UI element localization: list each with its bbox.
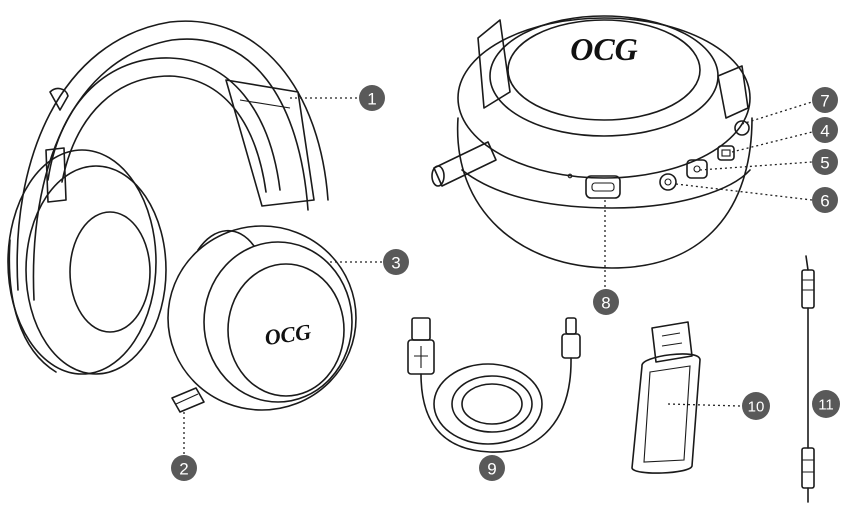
callout-11-label: 11 — [818, 397, 834, 414]
callout-5-label: 5 — [820, 154, 829, 173]
headset-illustration: OCG — [7, 20, 357, 413]
callout-1: 1 — [359, 85, 385, 111]
callout-3: 3 — [383, 249, 409, 275]
callout-7-label: 7 — [820, 92, 829, 111]
callout-4: 4 — [812, 117, 838, 143]
callout-7: 7 — [812, 87, 838, 113]
callout-1-label: 1 — [367, 90, 376, 109]
headset-cup-logo: OCG — [263, 319, 313, 350]
usb-cable-illustration — [407, 317, 581, 453]
usb-dongle-illustration — [631, 321, 701, 474]
callout-8-label: 8 — [601, 294, 610, 313]
callout-6-label: 6 — [820, 192, 829, 211]
earcup-logo: OCG — [570, 31, 638, 67]
callout-9: 9 — [479, 455, 505, 481]
callout-8: 8 — [593, 289, 619, 315]
callout-11: 11 — [812, 390, 840, 418]
callout-3-label: 3 — [391, 254, 400, 273]
callout-5: 5 — [812, 149, 838, 175]
callout-2: 2 — [171, 455, 197, 481]
callout-10: 10 — [742, 392, 770, 420]
callout-6: 6 — [812, 187, 838, 213]
aux-cable-illustration — [801, 255, 815, 503]
callout-2-label: 2 — [179, 460, 188, 479]
callout-9-label: 9 — [487, 460, 496, 479]
callout-10-label: 10 — [748, 399, 765, 416]
leader-lines — [183, 97, 813, 454]
callout-4-label: 4 — [820, 122, 829, 141]
earcup-detail-illustration: OCG — [431, 15, 753, 269]
